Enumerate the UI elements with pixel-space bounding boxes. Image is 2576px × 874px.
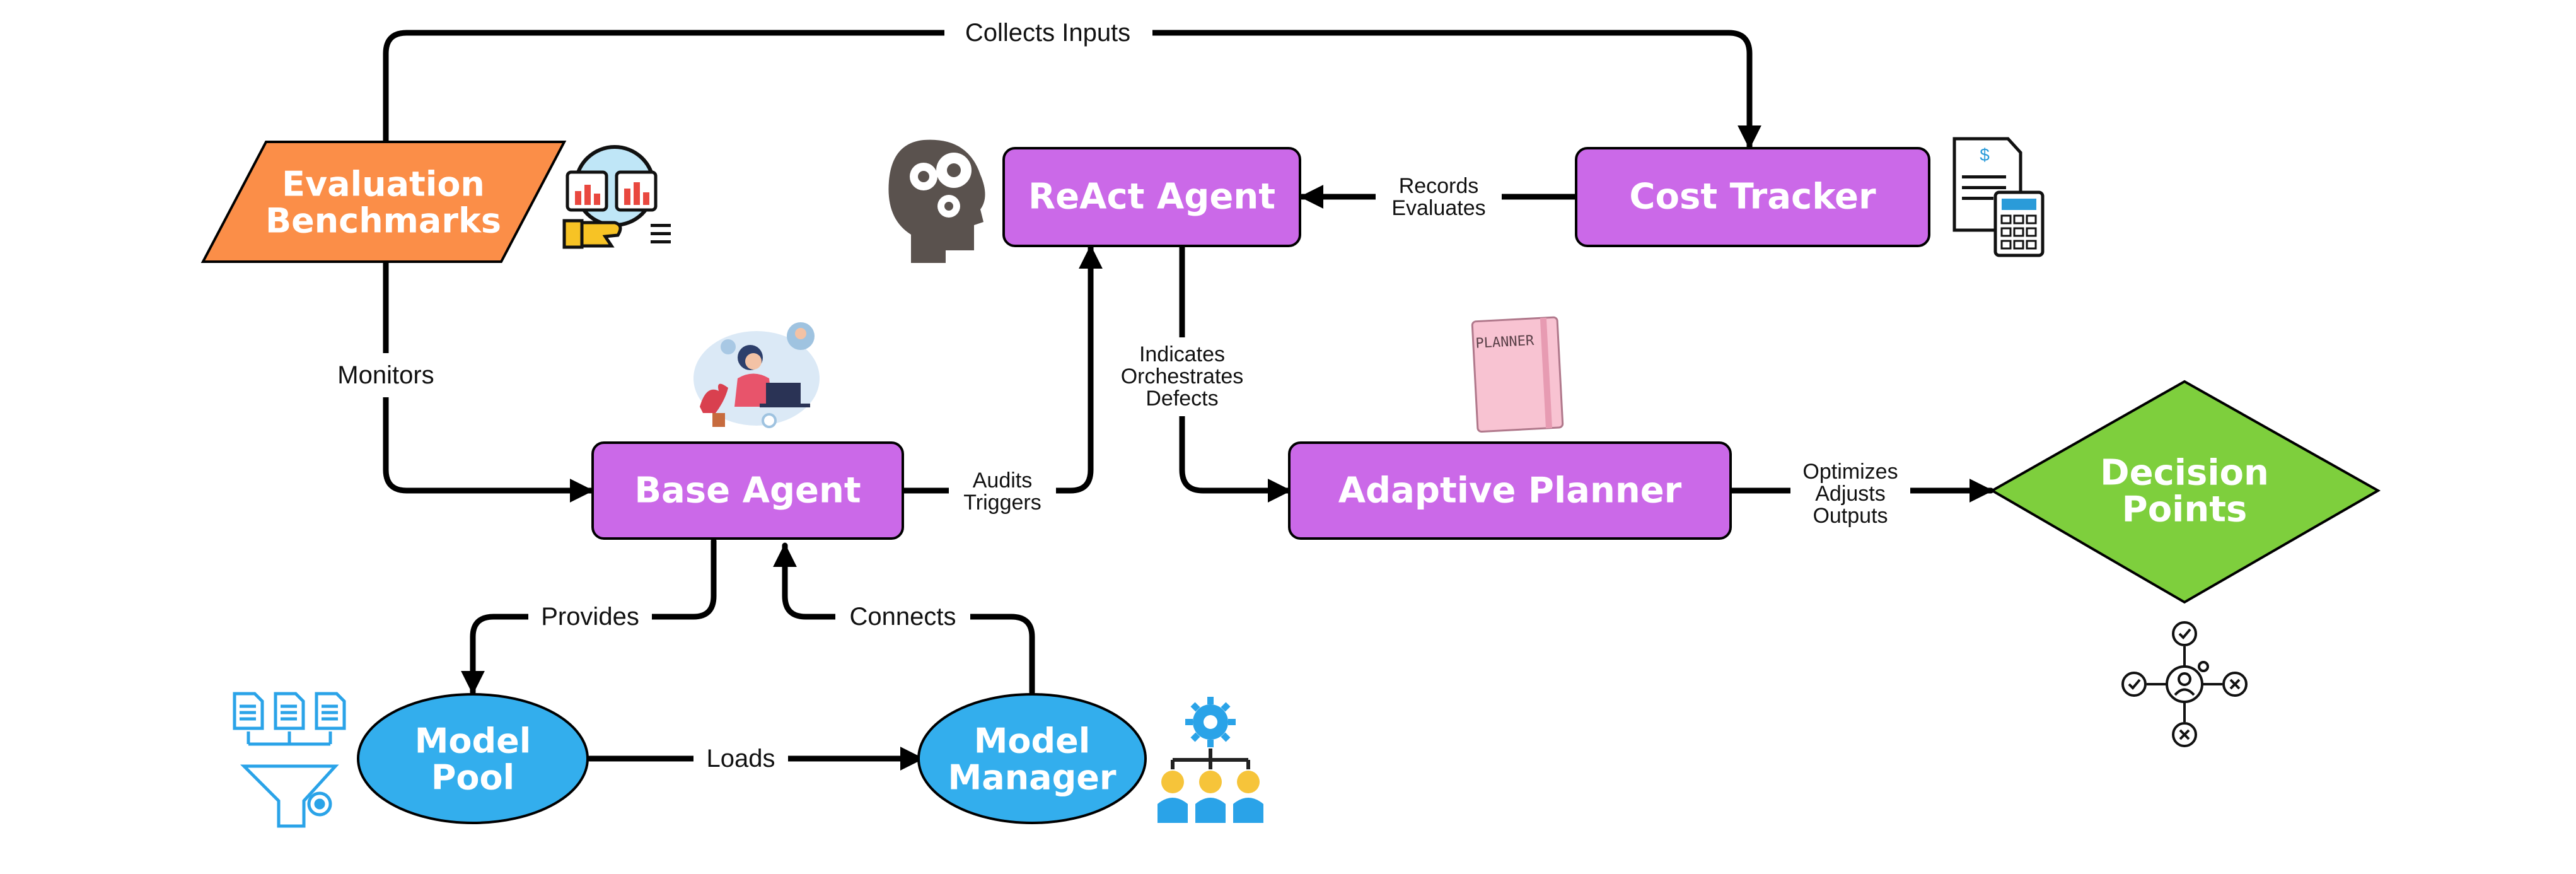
decision-points-line2: Points (2122, 489, 2248, 530)
planner-notebook-icon: PLANNER (1471, 316, 1564, 433)
nodes: Evaluation Benchmarks ReAct Agent Cost T… (200, 141, 2381, 824)
label-connects: Connects (850, 603, 956, 631)
planner-notebook-text: PLANNER (1475, 333, 1535, 352)
label-outputs: Outputs (1813, 504, 1888, 528)
invoice-dollar-symbol: $ (1980, 145, 1990, 165)
label-records: Records (1399, 174, 1479, 198)
analytics-magnifier-icon (562, 145, 671, 249)
label-monitors: Monitors (337, 361, 434, 389)
model-manager-line2: Manager (948, 758, 1117, 798)
model-pool-line1: Model (415, 721, 531, 761)
label-provides: Provides (541, 603, 639, 631)
evaluation-benchmarks-line1: Evaluation (282, 165, 485, 204)
brain-gears-icon (888, 139, 985, 263)
evaluation-benchmarks-line2: Benchmarks (265, 201, 501, 241)
label-evaluates: Evaluates (1391, 196, 1485, 220)
decision-choice-icon (2121, 621, 2248, 747)
model-pool-line2: Pool (431, 758, 514, 798)
person-laptop-icon (693, 322, 820, 428)
label-defects: Defects (1146, 387, 1218, 411)
invoice-calculator-icon: $ (1952, 137, 2045, 257)
edge-labels: Collects Inputs Records Evaluates Monito… (312, 14, 1910, 779)
edge-audits-triggers (900, 244, 1103, 494)
label-audits: Audits (973, 469, 1033, 492)
label-orchestrates: Orchestrates (1121, 364, 1244, 388)
label-collects-inputs: Collects Inputs (965, 19, 1130, 47)
node-adaptive-planner[interactable]: Adaptive Planner (1288, 441, 1732, 540)
decision-points-line1: Decision (2100, 453, 2269, 494)
adaptive-planner-label: Adaptive Planner (1338, 470, 1682, 511)
documents-funnel-icon (233, 692, 346, 828)
node-base-agent[interactable]: Base Agent (591, 441, 904, 540)
base-agent-label: Base Agent (634, 470, 861, 511)
team-gear-icon (1157, 697, 1263, 823)
label-adjusts: Adjusts (1815, 482, 1886, 506)
label-optimizes: Optimizes (1802, 460, 1898, 484)
node-model-manager[interactable]: Model Manager (917, 693, 1147, 824)
cost-tracker-label: Cost Tracker (1629, 177, 1876, 218)
edge-monitors (383, 259, 595, 503)
react-agent-label: ReAct Agent (1028, 177, 1275, 218)
label-triggers: Triggers (963, 491, 1041, 515)
model-manager-line1: Model (974, 721, 1091, 761)
node-decision-points[interactable]: Decision Points (1989, 380, 2381, 604)
node-react-agent[interactable]: ReAct Agent (1002, 147, 1301, 247)
label-loads: Loads (707, 745, 775, 772)
node-cost-tracker[interactable]: Cost Tracker (1575, 147, 1930, 247)
label-indicates: Indicates (1139, 342, 1225, 366)
node-evaluation-benchmarks[interactable]: Evaluation Benchmarks (200, 141, 567, 263)
edge-indicates (1179, 244, 1292, 503)
node-model-pool[interactable]: Model Pool (357, 693, 589, 824)
